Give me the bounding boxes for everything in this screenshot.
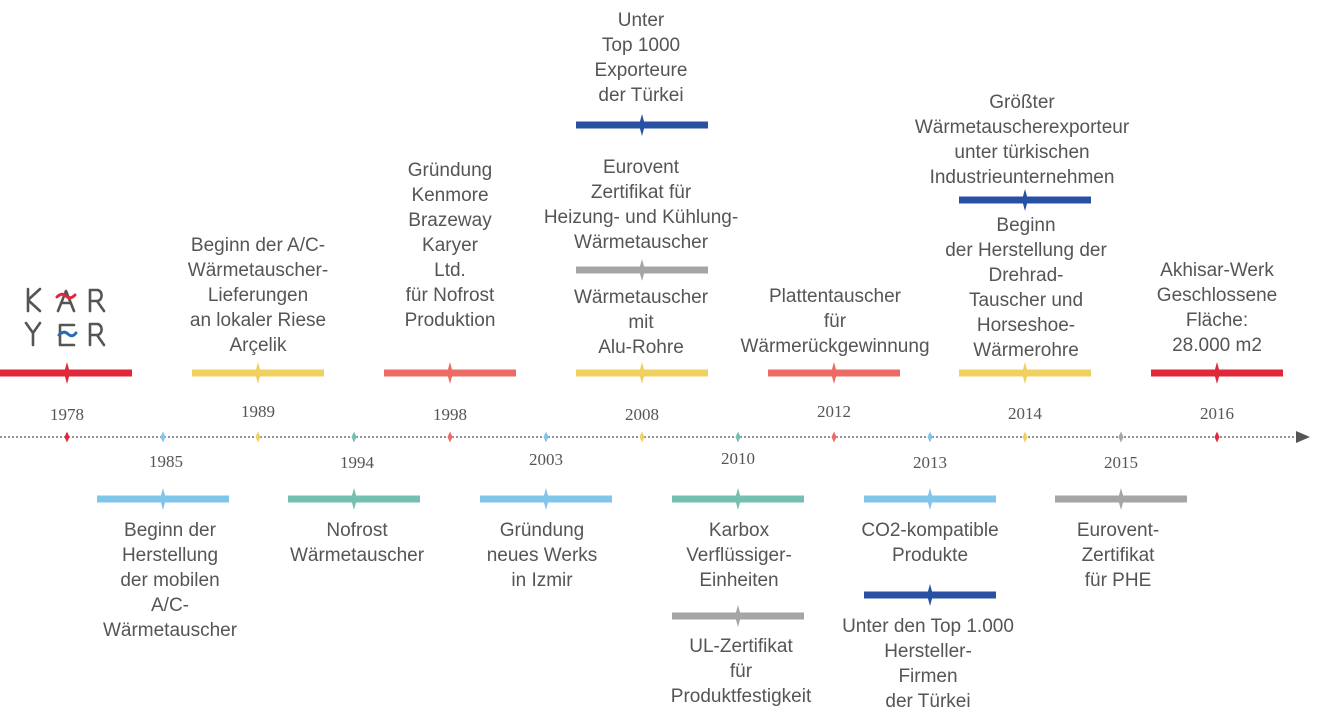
event-label: Unter Top 1000 Exporteure der Türkei [594,10,688,106]
event-label: UL-Zertifikat für Produktfestigkeit [670,636,812,707]
event-label: Größter Wärmetauscherexporteur unter tür… [914,92,1130,188]
karyer-logo [24,287,114,357]
event-2016 [1151,362,1283,443]
event-2010 [672,431,804,627]
bar-marker [543,488,549,510]
bar-marker [1022,362,1028,384]
bar-marker [639,362,645,384]
event-2003 [480,431,612,510]
bar-marker [64,362,70,384]
year-label: 1978 [50,405,84,424]
axis-marker [64,431,70,443]
axis-marker [1214,431,1220,443]
bar-marker [447,362,453,384]
axis-marker [160,431,166,443]
karyer-logo-graphic [24,287,106,347]
year-label: 2010 [721,449,755,468]
event-label: Eurovent Zertifikat für Heizung- und Küh… [543,157,739,253]
bar-marker [255,362,261,384]
bar-marker [1118,488,1124,510]
event-label: Gründung Kenmore Brazeway Karyer Ltd. fü… [404,160,496,331]
event-label: Eurovent- Zertifikat für PHE [1076,520,1160,591]
year-label: 2013 [913,453,947,472]
event-2015 [1055,431,1187,510]
axis-marker [351,431,357,443]
year-label: 1998 [433,405,467,424]
year-label: 1985 [149,452,183,471]
axis-marker [831,431,837,443]
bar-marker [639,114,645,136]
bar-marker [160,488,166,510]
event-label: Plattentauscher für Wärmerückgewinnung [740,286,930,357]
event-label: Wärmetauscher mit Alu-Rohre [573,287,709,358]
bar-marker [351,488,357,510]
year-label: 2015 [1104,453,1138,472]
event-1989 [192,362,324,443]
year-label: 1994 [340,453,374,472]
event-label: Beginn der Herstellung der mobilen A/C- … [102,520,238,641]
bar-marker [831,362,837,384]
event-2014 [959,189,1091,443]
year-label: 2003 [529,450,563,469]
bar-marker [927,584,933,606]
bar-marker [927,488,933,510]
axis-marker [447,431,453,443]
event-2013 [864,431,996,606]
axis-marker [1118,431,1124,443]
event-label: Unter den Top 1.000 Hersteller- Firmen d… [842,616,1014,712]
year-label: 2014 [1008,404,1042,423]
event-label: Nofrost Wärmetauscher [289,520,425,566]
bar-marker [735,488,741,510]
year-label: 2012 [817,402,851,421]
bar-marker [1214,362,1220,384]
bar-marker [735,605,741,627]
event-label: Akhisar-Werk Geschlossene Fläche: 28.000… [1156,260,1278,356]
event-label: CO2-kompatible Produkte [861,520,999,566]
year-label: 1989 [241,402,275,421]
event-label: Beginn der A/C- Wärmetauscher- Lieferung… [187,235,329,356]
axis-marker [735,431,741,443]
axis-marker [927,431,933,443]
bar-marker [639,259,645,281]
event-1985 [97,431,229,510]
year-label: 2008 [625,405,659,424]
axis-marker [639,431,645,443]
event-label: Karbox Verflüssiger- Einheiten [686,520,792,591]
axis-marker [255,431,261,443]
event-1994 [288,431,420,510]
event-label: Gründung neues Werks in Izmir [486,520,598,591]
event-2012 [768,362,900,443]
event-label: Beginn der Herstellung der Drehrad- Taus… [945,215,1107,361]
event-2008 [576,114,708,443]
axis-marker [543,431,549,443]
event-1998 [384,362,516,443]
bar-marker [1022,189,1028,211]
timeline-arrowhead [1296,431,1310,443]
event-1978 [0,362,132,443]
year-label: 2016 [1200,404,1234,423]
axis-marker [1022,431,1028,443]
